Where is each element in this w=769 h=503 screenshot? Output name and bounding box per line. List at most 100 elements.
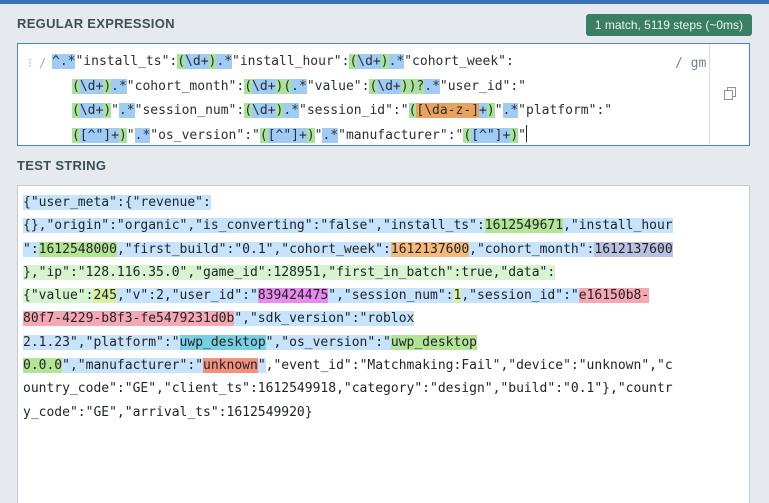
regex-token: ) [103,78,112,94]
regex-token: \d+ [79,103,104,118]
test-token: 1 [453,288,462,304]
test-line: },"ip":"128.116.35.0","game_id":128951,"… [23,261,743,284]
test-token: ,"cohort_month": [469,241,595,257]
regex-line: ([^"]+)".*"os_version":"([^"]+)".*"manuf… [52,124,664,149]
regex-token: ) [208,54,217,69]
regex-token: \d+ [252,103,276,118]
regex-token: .* [134,127,151,143]
regex-token: [^"] [267,127,299,143]
regex-token: .* [216,54,233,69]
test-token: unknown [203,358,258,374]
regex-token: .* [322,127,339,143]
test-token: ": [23,241,39,257]
regex-line: (\d+).*"cohort_month":(\d+)(.*"value":(\… [52,75,664,100]
regex-token: \d+ [357,54,381,69]
regex-token: ) [380,54,389,69]
test-line: {"value":245,"v":2,"user_id":"839424475"… [23,284,743,307]
test-token: {"value": [23,288,94,304]
copy-regex-button[interactable] [709,44,751,145]
regex-section-title: REGULAR EXPRESSION [17,16,175,31]
copy-icon [724,87,736,100]
test-token: ,"event_id":"Matchmaking:Fail","device":… [265,358,673,374]
regex-token: " [314,127,323,143]
regex-token: "session_id":" [299,103,409,118]
regex-token: .* [111,78,127,94]
regex-token: "install_ts": [75,54,178,69]
regex-token: ( [369,78,378,94]
test-token: ,"v":2,"user_id":" [116,288,258,304]
regex-token: ( [349,54,358,69]
test-token: 839424475 [257,288,329,304]
test-token: },"ip":"128.116.35.0","game_id":128951,"… [23,264,556,280]
regex-token: ( [244,78,253,94]
regex-token: \d+ [185,54,209,69]
regex-token: + [299,127,307,143]
regex-token: .* [291,78,307,94]
top-accent-bar [0,0,769,4]
regex-token: ( [463,127,472,143]
test-token: 2.1.23","platform":" [23,334,180,350]
regex-token: ))? [400,78,425,94]
regex-token: ( [72,78,80,94]
regex-token: " [494,103,503,118]
regex-editor[interactable]: ⁝ / ^.*"install_ts":(\d+).*"install_hour… [17,43,750,146]
test-token: 1612137600 [390,241,470,257]
regex-token: ) [510,127,519,143]
regex-token: "cohort_week": [404,54,514,69]
test-token: ,"install_hour [563,218,673,234]
test-token: ountry_code":"GE","client_ts":1612549918… [23,381,673,397]
regex-token: [\da-z-] [416,103,480,118]
test-token: ,"session_id":" [461,288,579,304]
test-string-editor[interactable]: {"user_meta":{"revenue":{},"origin":"org… [17,185,750,503]
test-token: ,"first_build":"0.1","cohort_week": [116,241,391,257]
regex-token: ( [408,103,417,118]
test-section-title: TEST STRING [17,158,107,173]
regex-input[interactable]: ^.*"install_ts":(\d+).*"install_hour":(\… [52,50,664,148]
test-string-input[interactable]: {"user_meta":{"revenue":{},"origin":"org… [23,191,743,424]
regex-token: ) [275,103,284,118]
regex-token: "user_id":" [439,78,526,94]
regex-flags[interactable]: / gm [675,56,707,71]
test-token: " [257,358,266,374]
regex-token: .* [502,103,519,118]
test-token: ","os_version":" [265,334,391,350]
test-token: uwp_desktop [390,334,477,350]
regex-token: "platform":" [518,103,613,118]
regex-token: "install_hour": [232,54,350,69]
test-line: ":1612548000,"first_build":"0.1","cohort… [23,238,743,261]
test-token: ","session_num": [328,288,454,304]
regex-token: + [111,127,119,143]
regex-token: "os_version":" [150,127,260,143]
regex-line: (\d+)".*"session_num":(\d+).*"session_id… [52,99,664,124]
test-line: 80f7-4229-b8f3-fe5479231d0b","sdk_versio… [23,307,743,330]
regex-line: ^.*"install_ts":(\d+).*"install_hour":(\… [52,50,664,75]
test-token: 1612549671 [484,218,564,234]
test-token: 80f7-4229-b8f3-fe5479231d0b [23,311,235,327]
test-line: ountry_code":"GE","client_ts":1612549918… [23,377,743,400]
regex-token: .* [283,103,299,118]
text-cursor [526,124,527,142]
regex-token: \d+ [252,78,276,94]
test-token: ","sdk_version":"roblox [234,311,415,327]
regex-token: ^ [52,54,60,69]
regex-token: ) [275,78,284,94]
regex-token: "value": [306,78,370,94]
test-token: e16150b8- [578,288,650,304]
regex-token: "cohort_month": [126,78,245,94]
regex-token: ( [244,103,253,118]
regex-token: .* [59,54,76,69]
regex-token: " [518,127,526,143]
regex-token: ) [103,103,112,118]
regex-token: " [111,103,119,118]
test-line: 2.1.23","platform":" uwp_desktop","os_ver… [23,331,743,354]
match-info-badge: 1 match, 5119 steps (~0ms) [585,14,752,36]
regex-token: ( [177,54,186,69]
test-line: y_code":"GE","arrival_ts":1612549920} [23,401,743,424]
test-token: 0.0.0 [23,358,63,374]
regex-token: ( [72,127,80,143]
test-token: y_code":"GE","arrival_ts":1612549920} [23,404,313,420]
regex-token: ( [283,78,292,94]
regex-token: ) [306,127,315,143]
regex-token: ( [259,127,268,143]
test-line: {},"origin":"organic","is_converting":"f… [23,214,743,237]
